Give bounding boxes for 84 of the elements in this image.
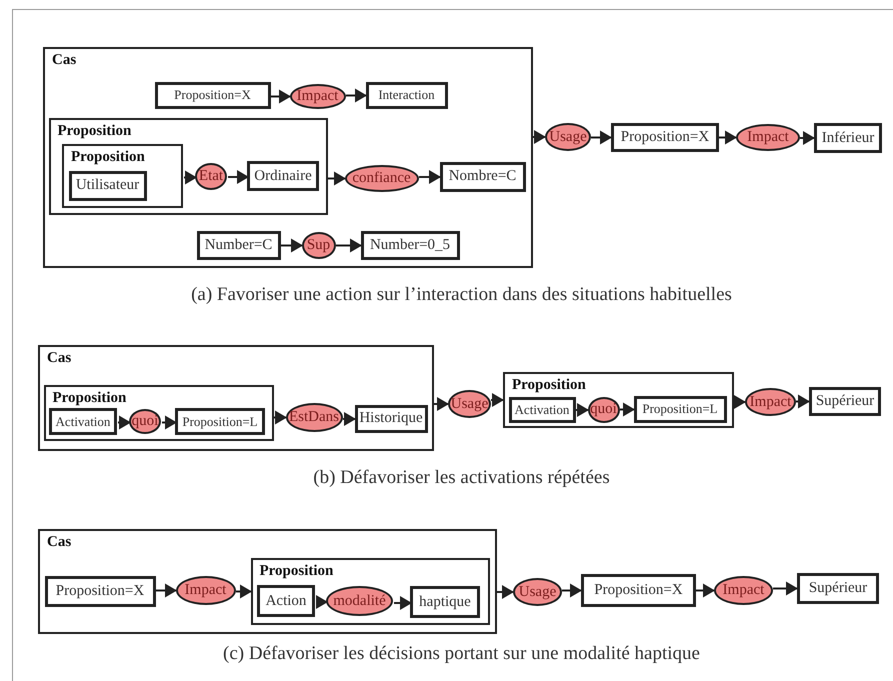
arrow — [434, 397, 449, 411]
concept-box: Proposition=X — [154, 82, 270, 108]
concept-box: Proposition=L — [175, 408, 265, 435]
arrow — [591, 130, 612, 144]
arrow — [346, 88, 367, 102]
relation-ellipse: Usage — [513, 578, 562, 606]
concept-box: Nombre=C — [440, 162, 526, 192]
concept-box: haptique — [410, 586, 480, 618]
relation-ellipse: Impact — [290, 84, 346, 108]
group-heading: Proposition — [52, 390, 126, 406]
concept-box: Proposition=X — [44, 576, 156, 606]
relation-ellipse: Impact — [736, 124, 800, 151]
group-box — [503, 372, 734, 428]
arrow — [228, 170, 249, 184]
arrow — [491, 393, 504, 407]
group-heading: Proposition — [58, 122, 132, 140]
arrow — [773, 582, 798, 596]
arrow — [562, 584, 582, 598]
arrow — [236, 584, 252, 598]
group-heading: Proposition — [260, 562, 334, 580]
figure-caption: (a) Favoriser une action sur l’interaction dans des situations habituelles — [190, 284, 733, 306]
concept-box: Interaction — [366, 82, 448, 108]
concept-box: Activation — [508, 396, 576, 422]
relation-ellipse: Sup — [302, 232, 336, 258]
arrow — [271, 90, 291, 104]
arrow — [419, 170, 441, 184]
arrow — [274, 410, 287, 424]
concept-box: Proposition=X — [611, 123, 719, 152]
figure-caption: (c) Défavoriser les décisions portant sur une modalité haptique — [222, 643, 701, 665]
group-box — [38, 529, 497, 634]
arrow — [394, 596, 412, 610]
group-box — [43, 47, 533, 268]
arrow — [336, 238, 362, 252]
relation-ellipse: Impact — [176, 576, 236, 604]
arrow — [734, 395, 746, 409]
arrow — [576, 403, 589, 417]
relation-ellipse: Impact — [745, 388, 796, 416]
concept-box: Historique — [354, 404, 428, 432]
arrow — [800, 131, 815, 145]
group-heading: Cas — [47, 534, 72, 551]
arrow — [184, 170, 197, 184]
concept-box: Inférieur — [814, 123, 882, 153]
group-heading: Cas — [47, 350, 72, 367]
arrow — [281, 238, 303, 252]
group-box — [250, 558, 490, 624]
concept-box: Action — [257, 585, 315, 617]
arrow — [620, 402, 635, 416]
arrow — [796, 394, 810, 408]
concept-box: Ordinaire — [247, 161, 319, 191]
group-box — [38, 345, 434, 451]
concept-box: Utilisateur — [68, 170, 146, 200]
arrow — [719, 130, 737, 144]
concept-box: Activation — [49, 408, 117, 435]
arrow — [328, 172, 346, 186]
arrow — [118, 416, 131, 430]
relation-ellipse: quoi — [129, 409, 161, 434]
group-box — [48, 118, 328, 214]
arrow — [156, 584, 177, 598]
relation-ellipse: EstDans — [286, 402, 342, 432]
group-box — [62, 144, 183, 208]
concept-box: Proposition=X — [581, 574, 696, 607]
arrow — [497, 585, 514, 599]
concept-box: Number=0_5 — [360, 230, 460, 260]
concept-box: Supérieur — [809, 387, 881, 416]
concept-box: Supérieur — [797, 573, 879, 604]
relation-ellipse: Etat — [195, 163, 227, 190]
relation-ellipse: Usage — [545, 123, 591, 151]
relation-ellipse: Impact — [714, 576, 773, 605]
concept-box: Number=C — [196, 230, 280, 260]
relation-ellipse: quoi — [588, 396, 620, 422]
relation-ellipse: Usage — [448, 390, 491, 418]
arrow — [162, 416, 177, 430]
group-heading: Proposition — [71, 149, 145, 166]
relation-ellipse: modalité — [326, 586, 393, 616]
concept-box: Proposition=L — [634, 396, 726, 422]
group-box — [44, 384, 274, 440]
arrow — [343, 412, 356, 426]
arrow — [533, 130, 546, 144]
arrow — [316, 595, 328, 609]
figure-caption: (b) Défavoriser les activations répétées — [312, 467, 611, 489]
arrow — [696, 584, 715, 598]
relation-ellipse: confiance — [344, 164, 418, 192]
group-heading: Proposition — [512, 377, 586, 394]
group-heading: Cas — [52, 52, 76, 69]
